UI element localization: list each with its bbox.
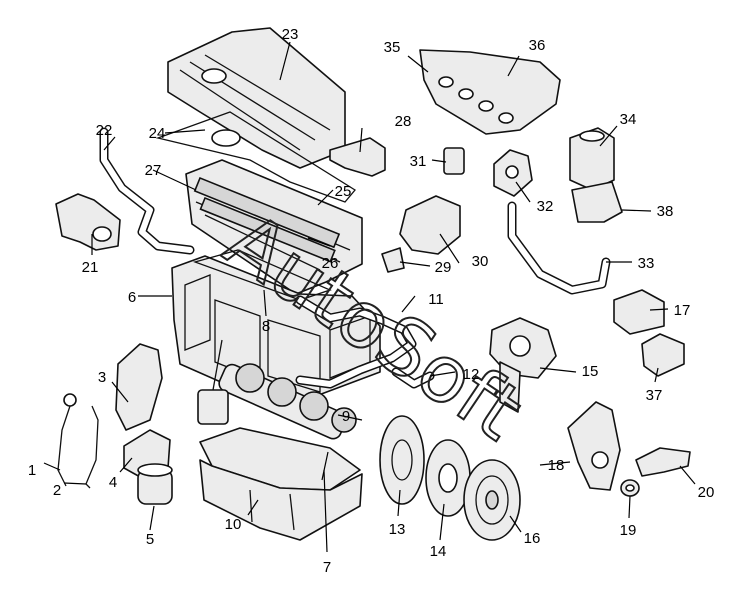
callout-31: 31 [410, 153, 427, 170]
callout-38: 38 [657, 203, 674, 220]
callout-21: 21 [82, 259, 99, 276]
callout-25: 25 [335, 183, 352, 200]
callout-9: 9 [342, 408, 350, 425]
callout-23: 23 [282, 26, 299, 43]
callout-28: 28 [395, 113, 412, 130]
callout-1: 1 [28, 462, 36, 479]
callout-14: 14 [430, 543, 447, 560]
oil-pan-part [199, 427, 363, 541]
callout-29: 29 [435, 259, 452, 276]
valve-cover-gasket-part [155, 111, 356, 203]
egr-pipe-assembly-part [399, 195, 461, 255]
coolant-hose-part [99, 127, 195, 255]
crankshaft-part [218, 363, 357, 440]
callout-6: 6 [128, 289, 136, 306]
callout-4: 4 [109, 474, 117, 491]
bracket-part [329, 137, 386, 177]
actuator-part [569, 127, 615, 191]
callout-34: 34 [620, 111, 637, 128]
callout-7: 7 [323, 559, 331, 576]
flywheel-part [379, 415, 425, 505]
callout-30: 30 [472, 253, 489, 270]
water-pump-part [489, 317, 557, 413]
callout-20: 20 [698, 484, 715, 501]
callout-17: 17 [674, 302, 691, 319]
callout-2: 2 [53, 482, 61, 499]
leader-lines [43, 41, 696, 553]
callout-36: 36 [529, 37, 546, 54]
egr-valve-part [443, 147, 465, 175]
pistons-part [197, 339, 229, 425]
callout-33: 33 [638, 255, 655, 272]
callout-13: 13 [389, 521, 406, 538]
actuator-bracket-part [571, 181, 623, 223]
callout-5: 5 [146, 531, 154, 548]
mount-bracket-part [641, 333, 685, 377]
valve-cover-part [167, 27, 346, 169]
dipstick-part [57, 393, 99, 489]
torque-rod-part [635, 447, 691, 477]
callout-12: 12 [463, 366, 480, 383]
exhaust-manifold-part [419, 49, 561, 135]
callout-26: 26 [322, 255, 339, 272]
callout-labels: 1 2 3 4 5 6 7 8 9 10 11 12 13 14 15 16 1… [28, 26, 715, 576]
cylinder-head-part [185, 159, 363, 295]
engine-mount-part [613, 289, 665, 335]
bushing-part [620, 479, 640, 497]
vacuum-valve-part [493, 149, 533, 197]
callout-37: 37 [646, 387, 663, 404]
callout-3: 3 [98, 369, 106, 386]
callout-16: 16 [524, 530, 541, 547]
clutch-disc-part [425, 439, 471, 517]
callout-8: 8 [262, 318, 270, 335]
engine-bracket-part [567, 401, 621, 491]
callout-19: 19 [620, 522, 637, 539]
sensor-part [381, 247, 405, 273]
callout-32: 32 [537, 198, 554, 215]
pump-housing-part [115, 343, 163, 431]
callout-18: 18 [548, 457, 565, 474]
head-gasket-part [192, 249, 332, 301]
callout-10: 10 [225, 516, 242, 533]
callout-22: 22 [96, 122, 113, 139]
breather-pipe-part [391, 367, 435, 389]
thermostat-housing-part [55, 193, 121, 251]
callout-11: 11 [428, 291, 444, 308]
callout-24: 24 [149, 125, 166, 142]
intake-hose-part [295, 295, 417, 389]
callout-35: 35 [384, 39, 401, 56]
callout-15: 15 [582, 363, 599, 380]
vacuum-hose-part [507, 201, 611, 295]
oil-filter-part [137, 463, 173, 505]
pressure-plate-part [463, 459, 521, 541]
callout-27: 27 [145, 162, 162, 179]
